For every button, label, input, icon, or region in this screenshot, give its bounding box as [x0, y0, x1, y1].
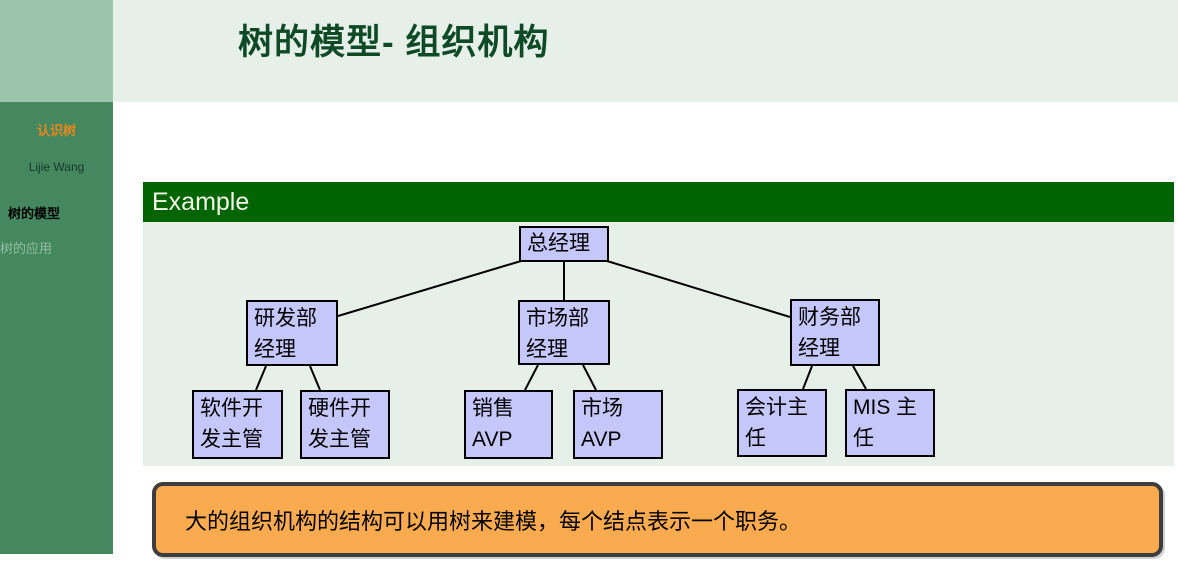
- sidebar-author: Lijie Wang: [28, 160, 85, 174]
- sidebar-item-tree-model[interactable]: 树的模型: [8, 206, 61, 221]
- sidebar: 认识树 Lijie Wang 树的模型 树的应用: [0, 102, 113, 554]
- sidebar-item-tree-application[interactable]: 树的应用: [0, 241, 53, 256]
- tree-node-finance-manager: 财务部 经理: [790, 299, 880, 366]
- example-block: Example 总经理 研发部 经理 市场部 经理 财务部 经理 软件开 发主管…: [143, 182, 1174, 466]
- tree-node-general-manager: 总经理: [519, 226, 609, 262]
- example-block-body: 总经理 研发部 经理 市场部 经理 财务部 经理 软件开 发主管 硬件开 发主管…: [143, 222, 1174, 466]
- tree-edges: [255, 260, 867, 391]
- page-title: 树的模型- 组织机构: [238, 23, 550, 62]
- example-block-title: Example: [143, 182, 1174, 222]
- tree-node-sales-avp: 销售 AVP: [464, 390, 553, 459]
- tree-node-mis-director: MIS 主 任: [845, 389, 935, 457]
- slide-header: 树的模型- 组织机构: [113, 0, 1178, 102]
- sidebar-logo-area: [0, 0, 113, 102]
- tree-node-marketing-manager: 市场部 经理: [518, 300, 610, 365]
- tree-node-rd-manager: 研发部 经理: [246, 300, 338, 366]
- note-text: 大的组织机构的结构可以用树来建模，每个结点表示一个职务。: [185, 508, 802, 534]
- note-box: 大的组织机构的结构可以用树来建模，每个结点表示一个职务。: [152, 482, 1163, 557]
- tree-node-market-avp: 市场 AVP: [573, 390, 663, 459]
- tree-node-software-supervisor: 软件开 发主管: [192, 390, 283, 459]
- sidebar-presentation-title: 认识树: [36, 123, 76, 138]
- tree-node-accounting-director: 会计主 任: [737, 389, 827, 457]
- tree-node-hardware-supervisor: 硬件开 发主管: [300, 390, 390, 459]
